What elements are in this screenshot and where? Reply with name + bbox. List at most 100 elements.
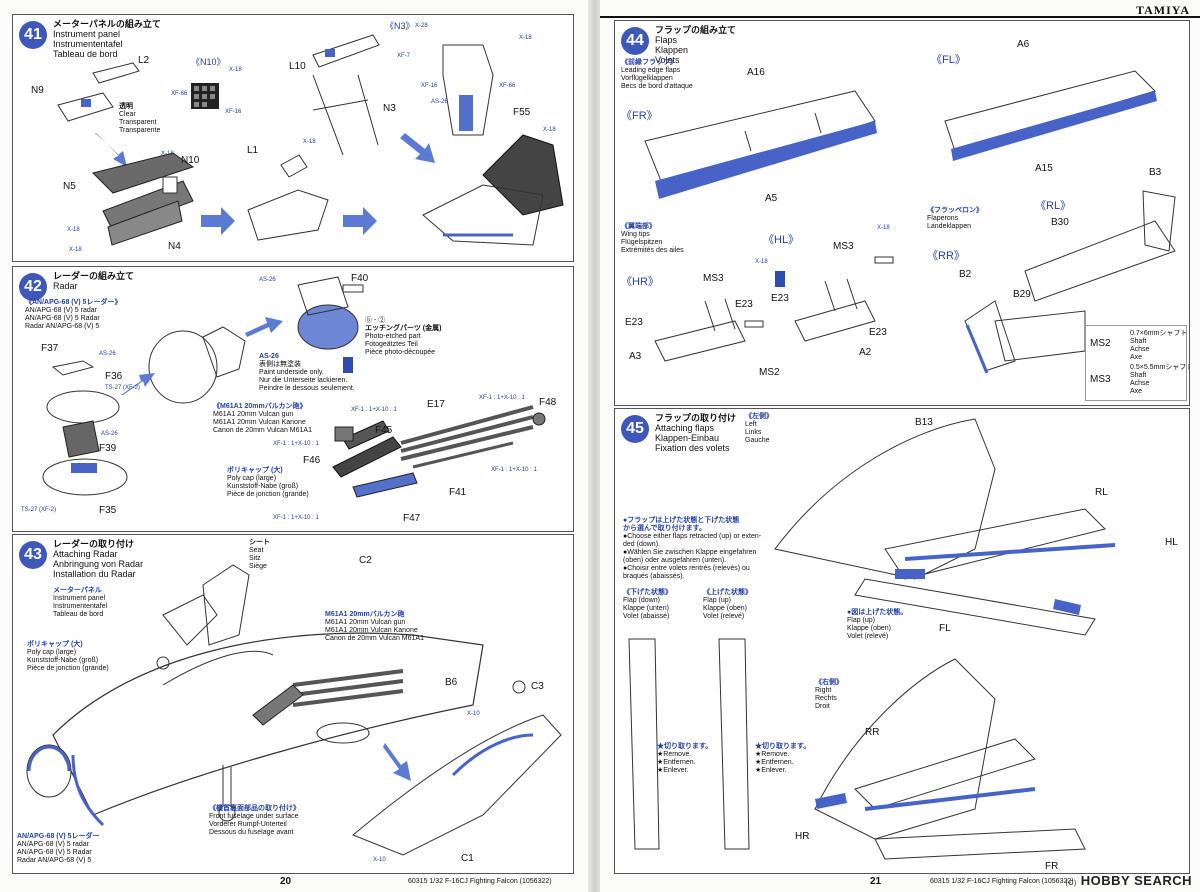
paint-code: X-18 [67,227,80,233]
step-number: 45 [621,415,649,443]
ms-label: MS3 [703,273,724,284]
part-label: B29 [1013,289,1031,300]
left-side-note: 《左側》 Left Links Gauche [745,413,773,444]
callout-fl: 《FL》 [931,54,966,66]
page-gutter [588,0,602,892]
callout-rl: 《RL》 [1035,200,1072,212]
gun-note: M61A1 20mmバルカン砲 M61A1 20mm Vulcan gun M6… [325,611,424,642]
part-label: F35 [99,505,117,516]
brand-logo: TAMIYA [1135,3,1190,17]
right-side-note: 《右側》 Right Rechts Droit [815,679,843,710]
part-label: F47 [403,513,421,524]
part-label: C1 [461,853,474,864]
part-label: E23 [625,317,643,328]
part-label: B30 [1051,217,1069,228]
ms-label: MS2 [759,367,780,378]
part-label: N4 [168,241,181,252]
part-label: B2 [959,269,972,280]
paint-code: XF-1 : 1+X-10 : 1 [273,515,319,521]
step-title: レーダーの組み立て Radar [53,271,135,291]
paint-code: XF-66 [499,83,516,89]
part-label: FR [1045,861,1059,872]
part-label: C2 [359,555,372,566]
step-44-panel: 44 フラップの組み立て Flaps Klappen Volets 《前縁フラッ… [614,20,1190,406]
paint-code: TS-27 (XF-2) [105,385,141,391]
flap-up-note: 《上げた状態》 Flap (up) Klappe (oben) Volet (r… [703,589,752,620]
part-label: F41 [449,487,467,498]
paint-code: XF-7 [397,53,411,59]
part-label: N3 [383,103,396,114]
callout-rr: 《RR》 [927,250,965,262]
paint-code: X-18 [755,259,768,265]
part-label: F46 [303,455,321,466]
flaperons-note: 《フラッペロン》 Flaperons Landeklappen [927,207,983,230]
part-label: RR [865,727,880,738]
paint-code: X-18 [303,139,316,145]
part-label: E17 [427,399,445,410]
part-label: A2 [859,347,872,358]
callout-hl: 《HL》 [763,234,800,246]
panel-note: メーターパネル Instrument panel Instrumententaf… [53,587,108,618]
part-label: RL [1095,487,1108,498]
part-label: L2 [138,55,150,66]
step-42-drawing [42,276,546,498]
paint-code: X-10 [467,711,480,717]
part-label: A5 [765,193,778,204]
step-45-drawing [628,418,1116,860]
paint-code: AS-26 [99,351,116,357]
flap-down-note: 《下げた状態》 Flap (down) Klappe (unten) Volet… [623,589,672,620]
paint-code: X-18 [229,67,242,73]
paint-note: AS-26 表側は無塗装 Paint underside only. Nur d… [259,353,355,392]
paint-code: X-10 [373,857,386,863]
etch-note: ⓑ - ② エッチングパーツ (金属) Photo-etched part Fo… [365,317,442,356]
part-label: F36 [105,371,123,382]
part-label: HL [1165,537,1178,548]
part-label: N10 [181,155,200,166]
paint-code: AS-26 [431,99,448,105]
paint-code: X-18 [877,225,890,231]
brand-bar [600,0,1200,18]
paint-code: X-18 [69,247,82,253]
part-label: B6 [445,677,458,688]
paint-code: X-18 [519,35,532,41]
paint-code: XF-1 : 1+X-10 : 1 [479,395,525,401]
step-45-panel: 45 フラップの取り付け Attaching flaps Klappen-Ein… [614,408,1190,874]
part-label: B13 [915,417,933,428]
step-41-drawing [57,34,564,246]
part-label: A15 [1035,163,1053,174]
part-label: E23 [771,293,789,304]
callout-hr: 《HR》 [621,276,659,288]
step-43-panel: 43 レーダーの取り付け Attaching Radar Anbringung … [12,534,574,874]
part-label: A6 [1017,39,1030,50]
paint-code: XF-1 : 1+X-10 : 1 [351,407,397,413]
step-number: 44 [621,27,649,55]
part-label: A3 [629,351,642,362]
part-label: F39 [99,443,117,454]
part-label: F48 [539,397,557,408]
left-page: 41 メーターパネルの組み立て Instrument panel Instrum… [0,0,590,892]
remove-note-down: ★切り取ります。 ★Remove. ★Entfernen. ★Enlever. [657,743,713,774]
page-number-left: 20 [280,876,292,887]
callout-n3: 《N3》 [385,21,415,31]
polycap-note: ポリキャップ (大) Poly cap (large) Kunststoff-N… [27,641,109,672]
part-label: L1 [247,145,259,156]
paint-code: X-18 [161,151,174,157]
part-label: E23 [869,327,887,338]
remove-note-up: ★切り取ります。 ★Remove. ★Entfernen. ★Enlever. [755,743,811,774]
paint-code: X-18 [543,127,556,133]
step-number: 41 [19,21,47,49]
step-title: フラップの組み立て Flaps Klappen Volets [655,25,737,65]
paint-code: TS-27 (XF-2) [21,507,57,513]
flap-choice-note: ●フラップは上げた状態と下げた状態 から選んで取り付けます。 ●Choose e… [623,517,762,580]
paint-code: AS-26 [259,277,276,283]
step-41-panel: 41 メーターパネルの組み立て Instrument panel Instrum… [12,14,574,262]
callout-fr: 《FR》 [621,110,658,122]
paint-code: X-28 [415,23,428,29]
part-label: C3 [531,681,544,692]
step-number: 42 [19,273,47,301]
step-title: レーダーの取り付け Attaching Radar Anbringung von… [53,539,144,579]
part-label: B3 [1149,167,1162,178]
part-label: F55 [513,107,531,118]
gun-subtitle: 《M61A1 20mmバルカン砲》 M61A1 20mm Vulcan gun … [213,403,312,434]
